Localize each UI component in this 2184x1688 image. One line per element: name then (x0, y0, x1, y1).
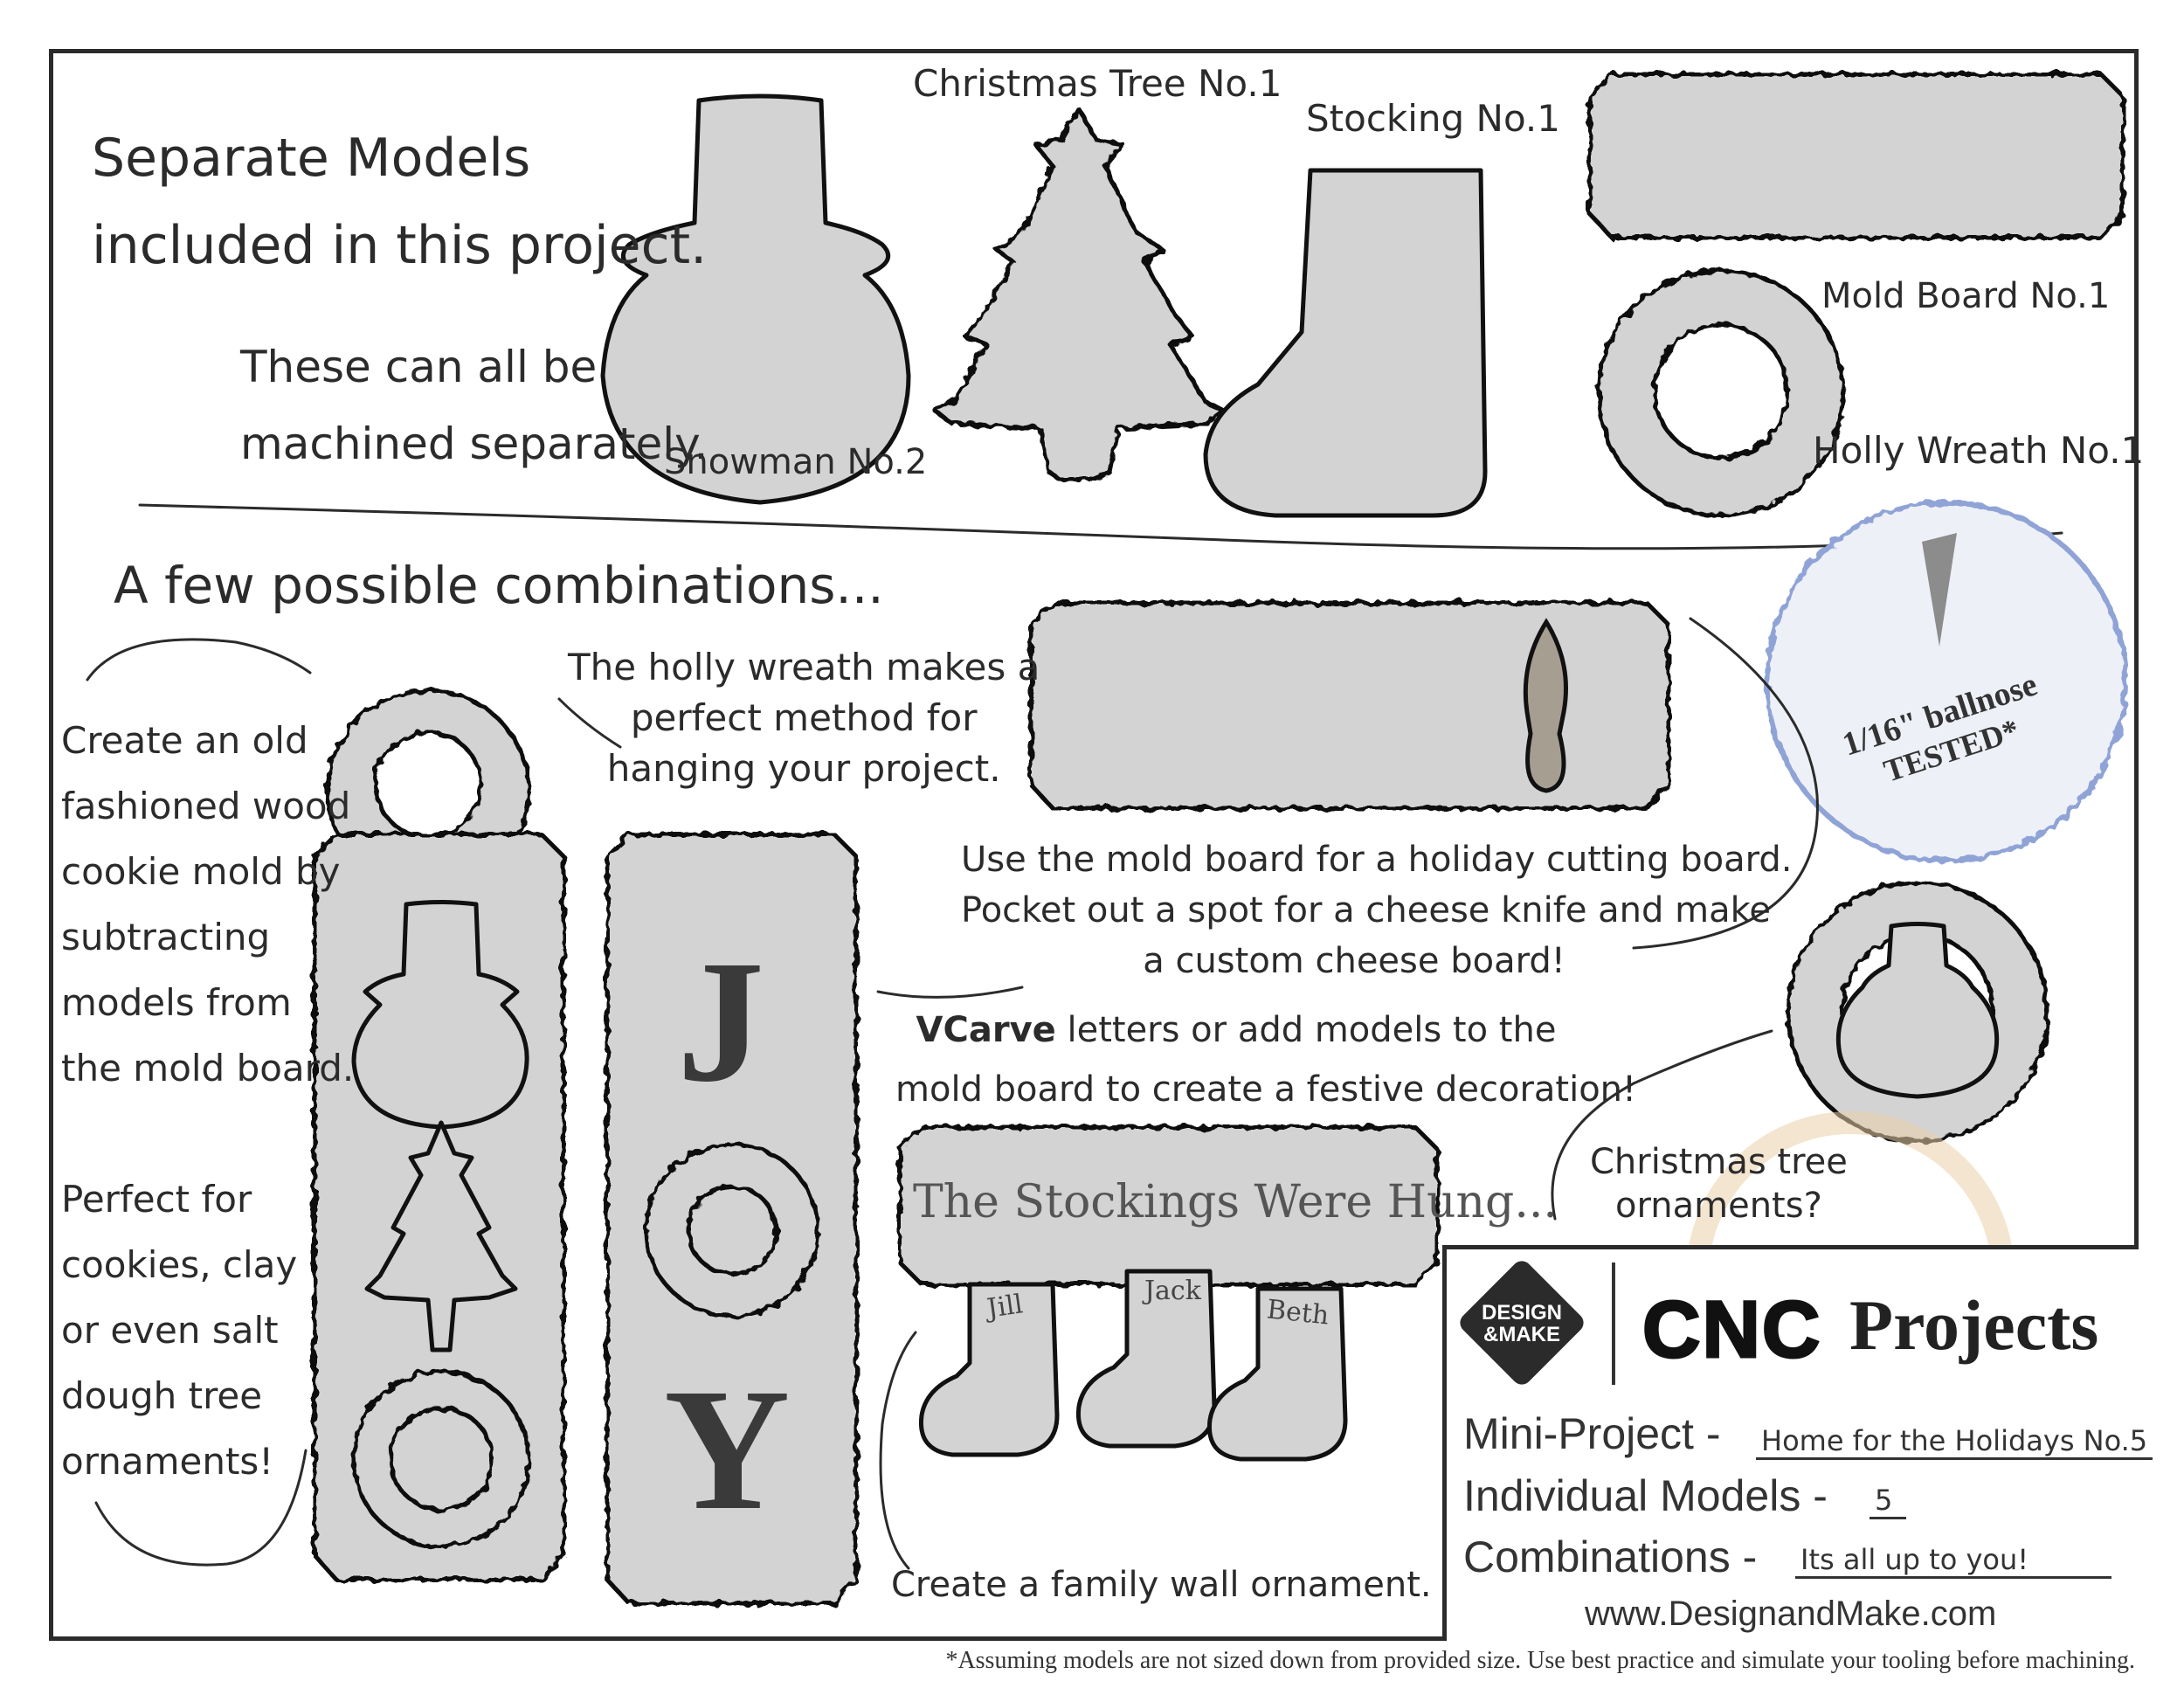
perfect-for-text: Perfect for cookies, clay or even salt d… (61, 1178, 298, 1483)
vcarve-text: VCarve letters or add models to the mold… (895, 1010, 1637, 1110)
mini-project-value: Home for the Holidays No.5 (1756, 1424, 2153, 1460)
holly-hang-text: The holly wreath makes a perfect method … (568, 646, 1040, 790)
moldboard-shape (1587, 72, 2125, 240)
family-ornament-text: Create a family wall ornament. (891, 1565, 1432, 1605)
machined-line2: machined separately. (240, 419, 708, 469)
cutting-board-text: Use the mold board for a holiday cutting… (961, 840, 1793, 981)
arrows (86, 617, 1819, 1570)
ornament-wreath (1786, 880, 2049, 1144)
cookie-mold-board (312, 688, 566, 1582)
ornaments-text: Christmas tree ornaments? (1590, 1142, 1848, 1226)
individual-models-label: Individual Models - (1463, 1471, 1828, 1520)
combinations-label: Combinations - (1463, 1532, 1758, 1581)
brand-projects: Projects (1849, 1285, 2099, 1365)
label-wreath: Holly Wreath No.1 (1813, 429, 2145, 472)
snowman-shape (600, 93, 911, 505)
stockings-sign-text: The Stockings Were Hung... (913, 1176, 1558, 1228)
label-tree: Christmas Tree No.1 (913, 62, 1282, 105)
joy-letter-j: J (677, 925, 764, 1118)
label-snowman: Snowman No.2 (664, 442, 928, 482)
website-url[interactable]: www.DesignandMake.com (1585, 1595, 1997, 1633)
footnote: *Assuming models are not sized down from… (945, 1647, 2135, 1674)
name-jack: Jack (1144, 1276, 1201, 1306)
individual-models-value: 5 (1870, 1484, 1906, 1519)
combinations-value: Its all up to you! (1795, 1543, 2111, 1579)
cutting-board (1028, 600, 1671, 811)
name-jill: Jill (985, 1289, 1025, 1325)
brand-cnc: CNC (1641, 1284, 1822, 1376)
joy-board (605, 832, 859, 1606)
separate-models-line2: included in this project. (92, 215, 708, 276)
wreath-shape (1596, 268, 1846, 518)
section-divider (138, 503, 2063, 550)
tree-shape (932, 107, 1226, 481)
logo-text: DESIGN &MAKE (1481, 1301, 1562, 1347)
stockings-sign (897, 1124, 1440, 1462)
label-moldboard: Mold Board No.1 (1821, 276, 2111, 316)
combinations-heading: A few possible combinations... (114, 556, 884, 615)
name-beth: Beth (1265, 1294, 1330, 1332)
mini-project-label: Mini-Project - (1463, 1409, 1721, 1458)
page-border (49, 49, 2139, 1641)
cheese-knife (1523, 618, 1568, 793)
label-stocking: Stocking No.1 (1306, 97, 1560, 140)
joy-letter-y: Y (664, 1353, 791, 1546)
ballnose-badge (1764, 500, 2128, 863)
cookie-mold-text: Create an old fashioned wood cookie mold… (61, 719, 355, 1090)
separate-models-line1: Separate Models (92, 128, 531, 189)
stocking-shape (1203, 168, 1488, 518)
machined-line1: These can all be (240, 342, 598, 392)
brand-divider (1612, 1263, 1615, 1385)
